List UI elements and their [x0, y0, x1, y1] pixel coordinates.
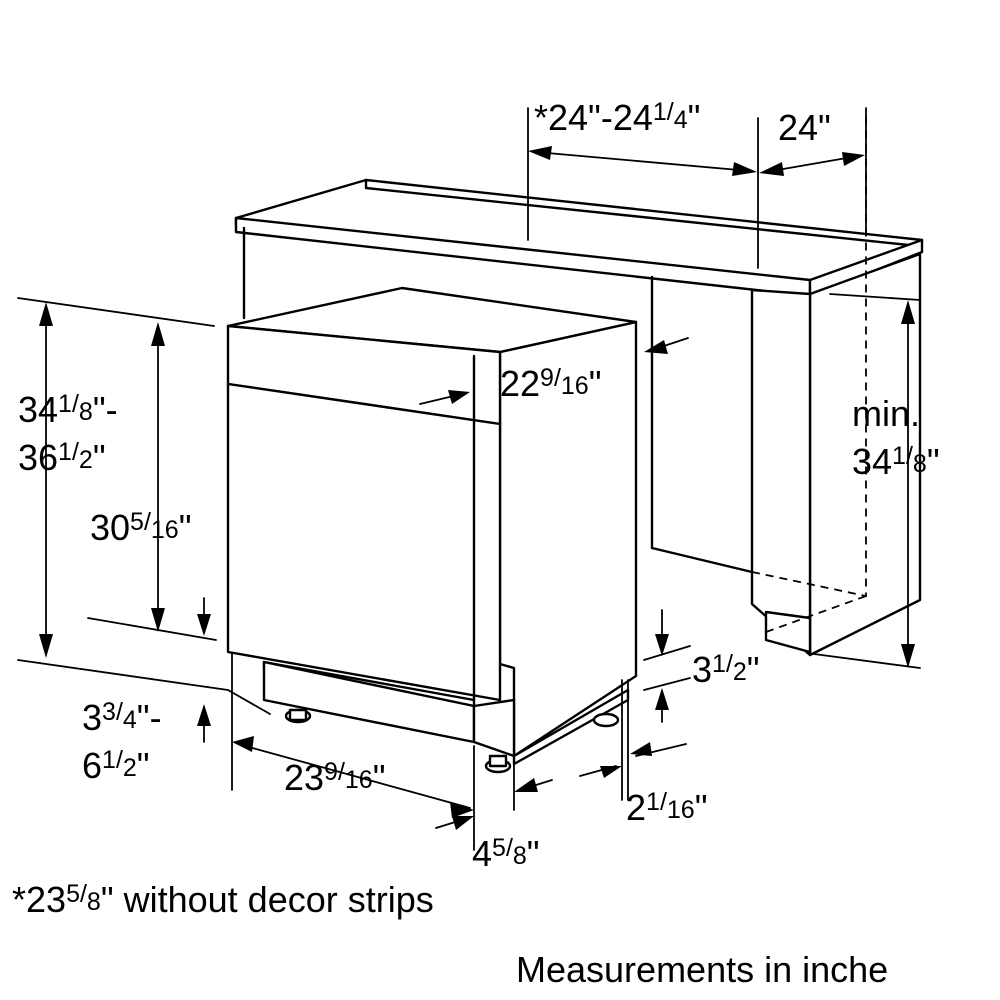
arrowhead	[600, 766, 622, 778]
base-front	[472, 698, 516, 758]
foot-front-left-stem	[288, 708, 308, 722]
arrowhead	[39, 302, 53, 326]
ext-line-door-bottom	[87, 617, 217, 641]
cabinet-plinth	[764, 610, 812, 654]
arrowhead	[197, 704, 211, 726]
label-min-height-line1: min.	[852, 393, 920, 434]
arrowhead	[842, 152, 865, 166]
arrowhead	[448, 390, 470, 404]
arrowhead	[630, 742, 652, 756]
recess-floor-line	[650, 546, 754, 574]
arrowhead	[901, 300, 915, 324]
footnote-decor-strips: *235/8" without decor strips	[12, 879, 434, 920]
foot-front-right-stem	[488, 754, 508, 768]
hidden-floor-edge	[765, 595, 867, 633]
hidden-edge	[751, 110, 867, 598]
dimension-labels: *24"-241/4" 24" 341/8"- 361/2" 305/16" 2…	[12, 97, 940, 990]
label-leg-height-line1: 33/4"-	[82, 697, 162, 738]
arrowhead	[759, 162, 784, 176]
label-overall-width: *24"-241/4"	[534, 97, 700, 138]
arrowhead	[197, 614, 211, 636]
arrowhead	[151, 322, 165, 346]
arrowhead	[452, 816, 474, 830]
ext-line-leg	[227, 689, 271, 715]
label-door-depth: 229/16"	[500, 363, 602, 404]
foot-back-right	[592, 712, 620, 728]
cabinet-right-front	[750, 288, 812, 657]
label-overall-height-line1: 341/8"-	[18, 389, 118, 430]
units-note: Measurements in inche	[516, 949, 888, 990]
label-body-height: 305/16"	[90, 507, 192, 548]
countertop-side-edge	[808, 238, 924, 298]
dim-line-body-depth	[237, 743, 471, 809]
ext-line-top-height	[17, 297, 215, 327]
arrowhead	[450, 802, 474, 818]
ext-line-min-floor	[813, 653, 921, 669]
label-foot-inset: 45/8"	[472, 833, 540, 874]
arrowhead	[39, 634, 53, 658]
dishwasher-door	[226, 382, 502, 702]
label-body-depth: 239/16"	[284, 757, 386, 798]
label-toe-kick-depth: 21/16"	[626, 787, 707, 828]
dim-line-overall-width	[535, 151, 751, 172]
countertop-back-edge	[364, 178, 920, 248]
cabinet-outline	[234, 110, 924, 657]
ext-line-min-top	[829, 293, 921, 301]
label-cabinet-depth: 24"	[778, 107, 831, 148]
label-min-height-line2: 341/8"	[852, 441, 940, 482]
ext-line-floor	[17, 659, 229, 691]
label-toe-kick-height: 31/2"	[692, 649, 760, 690]
dishwasher-body	[226, 286, 638, 774]
arrowhead	[514, 778, 538, 792]
arrowhead	[528, 146, 552, 160]
arrowhead	[151, 608, 165, 632]
arrowhead	[232, 736, 254, 752]
ext-line-toe-kick-bottom	[643, 677, 691, 691]
ext-line-toe-kick-top	[643, 645, 691, 661]
arrowhead	[655, 688, 669, 710]
arrowheads	[39, 146, 915, 830]
arrowhead	[655, 634, 669, 656]
label-leg-height-line2: 61/2"	[82, 745, 150, 786]
arrowhead	[901, 644, 915, 668]
arrowhead	[644, 340, 668, 354]
arrowhead	[732, 162, 757, 176]
label-overall-height-line2: 361/2"	[18, 437, 106, 478]
